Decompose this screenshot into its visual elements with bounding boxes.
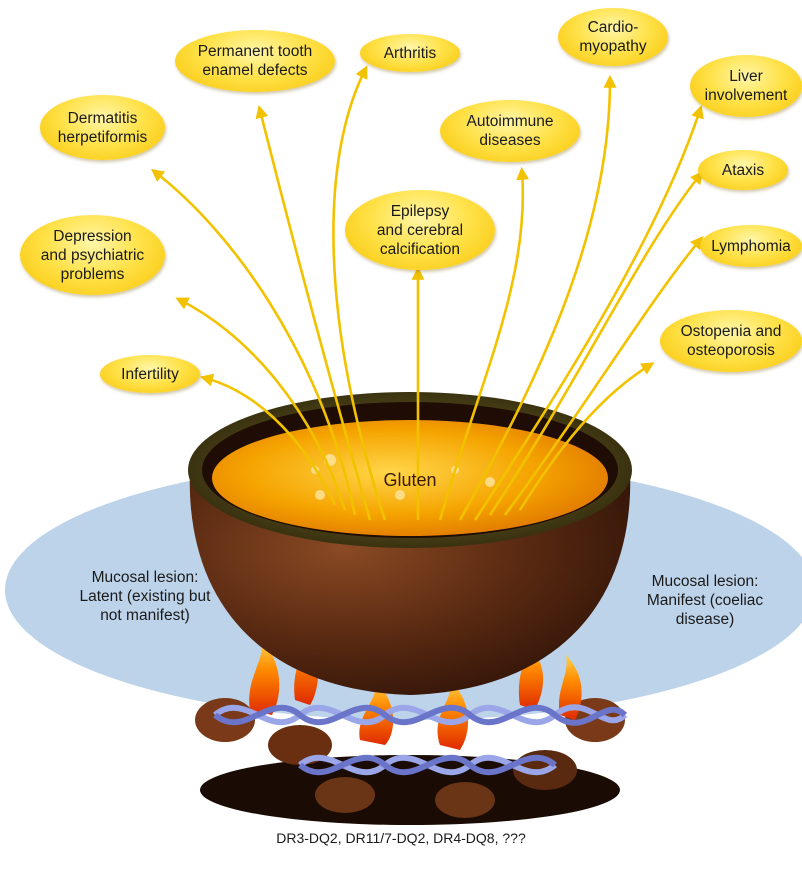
footer-genotypes: DR3-DQ2, DR11/7-DQ2, DR4-DQ8, ??? — [276, 830, 526, 846]
label-lymphomia: Lymphomia — [700, 225, 802, 267]
label-autoimmune: Autoimmune diseases — [440, 100, 580, 162]
fire-and-stones — [195, 625, 628, 825]
arrow-tooth — [255, 104, 372, 521]
label-depression: Depression and psychiatric problems — [20, 215, 165, 295]
mucosal-left-text: Mucosal lesion: Latent (existing but not… — [79, 569, 211, 624]
arrow-infertility — [199, 373, 337, 506]
arrow-ataxis — [488, 170, 704, 516]
label-cardio: Cardio- myopathy — [558, 8, 668, 66]
arrows — [150, 65, 704, 521]
label-tooth: Permanent tooth enamel defects — [175, 30, 335, 92]
label-ostopenia: Ostopenia and osteoporosis — [660, 310, 802, 372]
label-epilepsy: Epilepsy and cerebral calcification — [345, 190, 495, 270]
label-infertility: Infertility — [100, 355, 200, 393]
arrow-liver — [473, 105, 704, 521]
arrow-autoimmune — [438, 166, 530, 521]
center-label-gluten: Gluten — [383, 470, 437, 490]
label-dermatitis: Dermatitis herpetiformis — [40, 95, 165, 160]
label-arthritis: Arthritis — [360, 34, 460, 72]
arrow-dermatitis — [150, 168, 357, 516]
arrow-cardio — [458, 74, 617, 521]
arrow-arthritis — [332, 65, 387, 521]
arrow-ostopenia — [518, 362, 655, 511]
label-ataxis: Ataxis — [698, 150, 788, 190]
arrow-lymphomia — [503, 236, 704, 516]
label-liver: Liver involvement — [690, 55, 802, 117]
gluten-soup — [212, 420, 608, 536]
mucosal-right-text: Mucosal lesion: Manifest (coeliac diseas… — [646, 573, 764, 628]
arrow-depression — [175, 297, 347, 511]
